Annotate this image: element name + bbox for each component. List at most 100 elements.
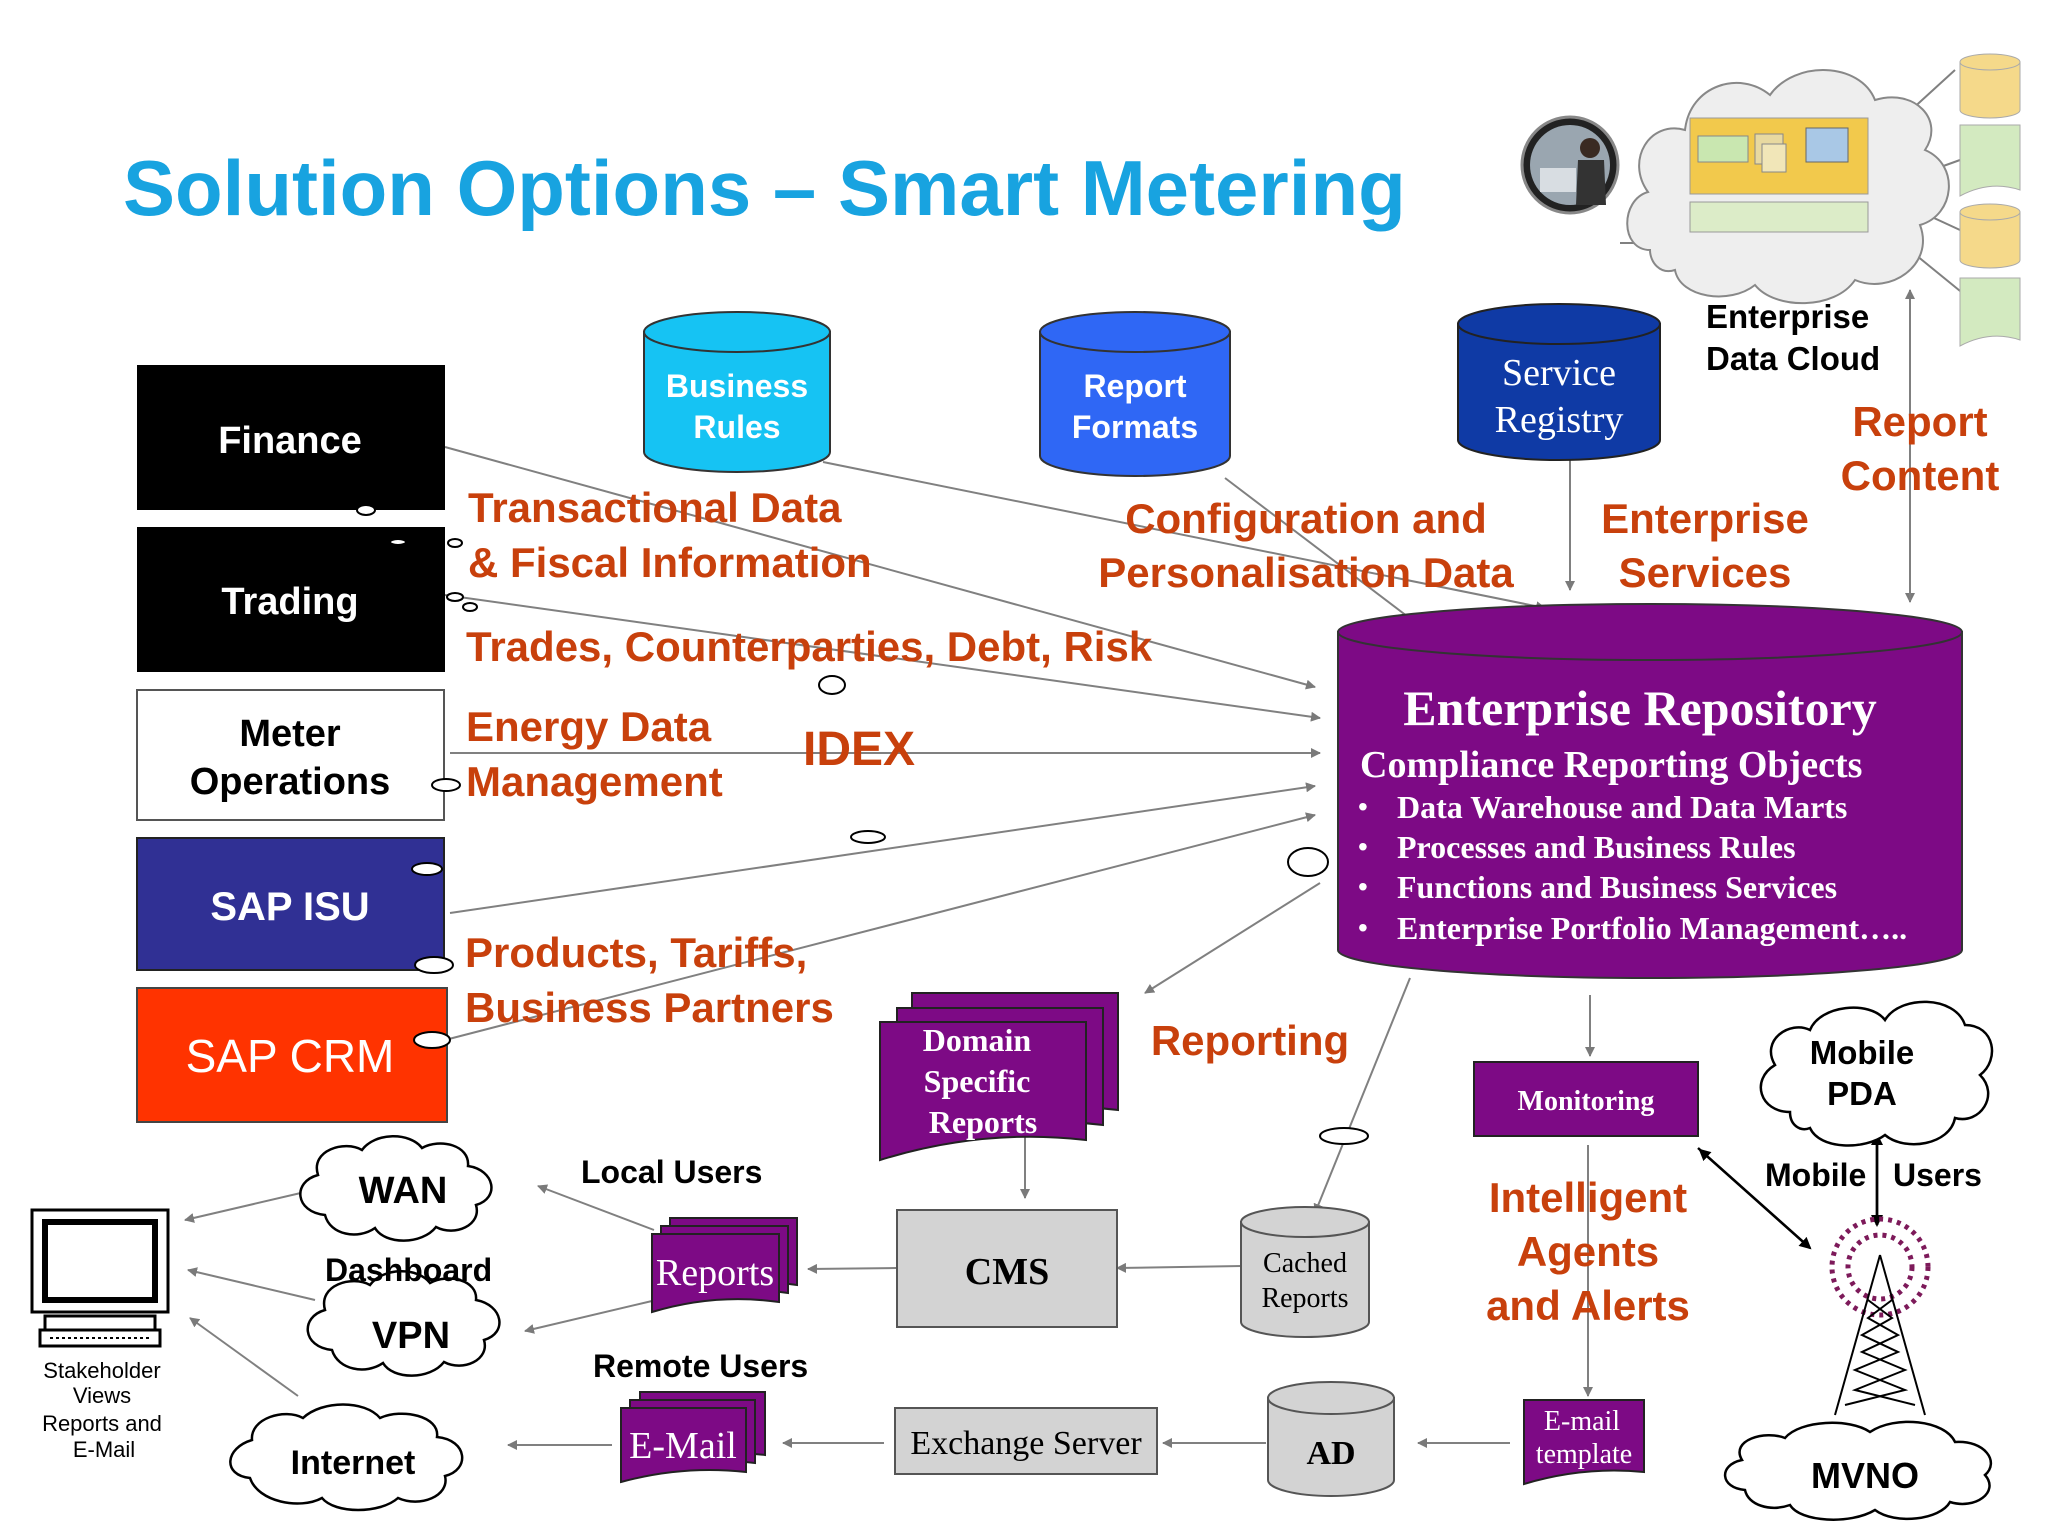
- service-registry-db[interactable]: Service Registry: [1457, 303, 1661, 461]
- mvno-cloud[interactable]: MVNO: [1723, 1420, 1992, 1521]
- enterprise-services-label-2: Services: [1619, 549, 1792, 596]
- domain-specific-reports[interactable]: Domain Specific Reports: [879, 992, 1119, 1162]
- source-finance[interactable]: Finance: [137, 365, 445, 510]
- monitor-icon: [30, 1208, 170, 1348]
- svg-text:•: •: [1358, 831, 1368, 862]
- enterprise-repository[interactable]: Enterprise Repository Compliance Reporti…: [1337, 603, 1963, 979]
- monitoring-box[interactable]: Monitoring: [1473, 1061, 1699, 1137]
- business-rules-db[interactable]: Business Rules: [643, 311, 831, 473]
- service-registry-line1: Service: [1502, 352, 1616, 394]
- sap-isu-label: SAP ISU: [210, 885, 369, 929]
- report-content-label-2: Content: [1841, 452, 2000, 499]
- email-template[interactable]: E-mail template: [1523, 1399, 1645, 1486]
- idex-label: IDEX: [803, 723, 915, 776]
- finance-label: Finance: [218, 420, 362, 462]
- repository-bullet-4: Enterprise Portfolio Management…..: [1397, 910, 1907, 946]
- meter-label-line1: Meter: [239, 713, 341, 755]
- reports-stack[interactable]: Reports: [651, 1217, 798, 1314]
- exchange-server-label: Exchange Server: [910, 1425, 1142, 1462]
- email-template-line2: template: [1536, 1439, 1632, 1470]
- flow-labels: Transactional Data & Fiscal Information …: [465, 398, 1999, 1329]
- intelligent-label-2: Agents: [1517, 1228, 1659, 1275]
- repository-subtitle: Compliance Reporting Objects: [1360, 744, 1862, 786]
- vpn-label: VPN: [372, 1315, 450, 1357]
- source-sap-isu[interactable]: SAP ISU: [136, 837, 445, 971]
- svg-text:•: •: [1358, 871, 1368, 902]
- wan-label: WAN: [359, 1170, 448, 1212]
- enterprise-data-cloud[interactable]: Enterprise Data Cloud: [1626, 69, 1950, 377]
- source-trading[interactable]: Trading: [137, 527, 445, 672]
- intelligent-label-3: and Alerts: [1486, 1282, 1690, 1329]
- decorative-bubbles: [356, 504, 1369, 1145]
- exchange-server-box[interactable]: Exchange Server: [894, 1407, 1158, 1475]
- reporting-label: Reporting: [1151, 1017, 1349, 1064]
- trades-label: Trades, Counterparties, Debt, Risk: [466, 623, 1153, 670]
- cms-box[interactable]: CMS: [896, 1209, 1118, 1328]
- cloud-label-2: Data Cloud: [1706, 340, 1880, 377]
- cached-reports-db[interactable]: Cached Reports: [1240, 1206, 1370, 1338]
- internet-cloud[interactable]: Internet: [229, 1403, 464, 1512]
- mobile-pda-line2: PDA: [1827, 1075, 1897, 1112]
- ad-db[interactable]: AD: [1267, 1381, 1395, 1497]
- report-formats-line2: Formats: [1072, 409, 1198, 445]
- internet-label: Internet: [291, 1444, 416, 1482]
- mobile-pda-cloud[interactable]: Mobile PDA: [1759, 1000, 1994, 1147]
- stakeholder-caption: Stakeholder Views Reports and E-Mail: [42, 1358, 162, 1462]
- local-users-label: Local Users: [581, 1154, 762, 1190]
- vpn-cloud[interactable]: VPN: [306, 1270, 501, 1377]
- dashboard-label: Dashboard: [325, 1252, 492, 1288]
- report-formats-db[interactable]: Report Formats: [1039, 311, 1231, 477]
- stakeholder-line1: Stakeholder: [43, 1358, 160, 1383]
- cloud-label-1: Enterprise: [1706, 298, 1869, 335]
- sap-crm-label: SAP CRM: [186, 1030, 395, 1082]
- cell-tower-icon: [1829, 1216, 1931, 1416]
- repository-bullet-3: Functions and Business Services: [1397, 869, 1837, 905]
- cached-reports-line1: Cached: [1263, 1248, 1347, 1279]
- stakeholder-line2: Views: [73, 1383, 131, 1408]
- cloud-data-stores: [1959, 53, 2021, 347]
- intelligent-label-1: Intelligent: [1489, 1174, 1687, 1221]
- remote-users-label: Remote Users: [593, 1348, 808, 1384]
- report-formats-line1: Report: [1083, 368, 1186, 404]
- email-template-line1: E-mail: [1544, 1406, 1620, 1437]
- service-registry-line2: Registry: [1495, 399, 1624, 441]
- meter-label-line2: Operations: [190, 761, 391, 803]
- products-label-2: Business Partners: [465, 984, 834, 1031]
- wan-cloud[interactable]: WAN: [299, 1135, 493, 1242]
- monitoring-label: Monitoring: [1518, 1086, 1655, 1117]
- energy-label-1: Energy Data: [466, 703, 712, 750]
- domain-reports-line3: Reports: [929, 1104, 1037, 1140]
- report-content-label-1: Report: [1852, 398, 1987, 445]
- business-rules-line2: Rules: [693, 409, 780, 445]
- source-meter-operations[interactable]: Meter Operations: [136, 689, 445, 821]
- mobile-pda-line1: Mobile: [1810, 1034, 1915, 1071]
- enterprise-services-label-1: Enterprise: [1601, 495, 1809, 542]
- mobile-users-label-2: Users: [1893, 1157, 1982, 1193]
- svg-text:•: •: [1358, 791, 1368, 822]
- domain-reports-line2: Specific: [924, 1063, 1031, 1099]
- cms-label: CMS: [965, 1251, 1049, 1293]
- energy-label-2: Management: [466, 758, 723, 805]
- svg-text:•: •: [1358, 912, 1368, 943]
- stakeholder-line4: E-Mail: [73, 1437, 135, 1462]
- config-label-1: Configuration and: [1125, 495, 1487, 542]
- repository-bullet-2: Processes and Business Rules: [1397, 829, 1796, 865]
- repository-title: Enterprise Repository: [1403, 680, 1877, 736]
- user-labels: Local Users Dashboard Remote Users Mobil…: [325, 1154, 1982, 1384]
- mvno-label: MVNO: [1811, 1455, 1919, 1496]
- mobile-links: [1697, 1133, 1883, 1250]
- repository-bullet-1: Data Warehouse and Data Marts: [1397, 789, 1847, 825]
- mobile-users-label-1: Mobile: [1765, 1157, 1866, 1193]
- config-label-2: Personalisation Data: [1098, 549, 1514, 596]
- email-stack[interactable]: E-Mail: [620, 1391, 766, 1484]
- reports-label: Reports: [656, 1252, 774, 1294]
- domain-reports-line1: Domain: [923, 1022, 1032, 1058]
- cached-reports-line2: Reports: [1261, 1283, 1348, 1314]
- transactional-label-1: Transactional Data: [468, 484, 842, 531]
- transactional-label-2: & Fiscal Information: [468, 539, 872, 586]
- stakeholder-line3: Reports and: [42, 1411, 162, 1436]
- email-label: E-Mail: [629, 1425, 737, 1467]
- person-at-computer-icon: [1520, 115, 1620, 215]
- source-sap-crm[interactable]: SAP CRM: [136, 987, 448, 1123]
